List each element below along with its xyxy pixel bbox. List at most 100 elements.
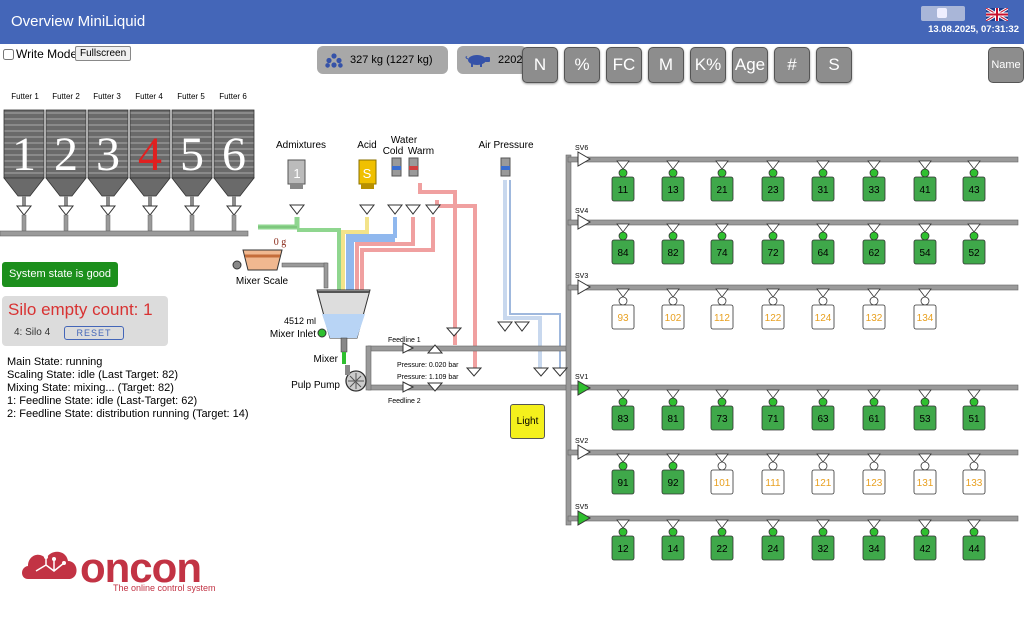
air-pressure-tap: [500, 157, 511, 177]
silo-reset-button[interactable]: RESET: [64, 326, 124, 340]
trough-41[interactable]: 41: [913, 160, 937, 202]
trough-24[interactable]: 24: [761, 519, 785, 561]
trough-label-73: 73: [716, 414, 728, 425]
view-fc-button[interactable]: FC: [606, 47, 642, 83]
trough-42[interactable]: 42: [913, 519, 937, 561]
trough-63[interactable]: 63: [811, 389, 835, 431]
trough-102[interactable]: 102: [661, 288, 685, 330]
write-mode-toggle[interactable]: Write Mode: [3, 47, 77, 61]
trough-label-64: 64: [817, 248, 829, 259]
view-k-percent-button[interactable]: K%: [690, 47, 726, 83]
trough-101[interactable]: 101: [710, 453, 734, 495]
section-valve-sv5[interactable]: [577, 510, 591, 526]
uk-flag-icon[interactable]: [986, 8, 1008, 21]
trough-123[interactable]: 123: [862, 453, 886, 495]
trough-73[interactable]: 73: [710, 389, 734, 431]
silo-4[interactable]: 4: [129, 109, 171, 232]
trough-label-51: 51: [968, 414, 980, 425]
silo-3[interactable]: 3: [87, 109, 129, 232]
trough-label-72: 72: [767, 248, 779, 259]
mixer-scale-label: Mixer Scale: [236, 276, 289, 287]
trough-121[interactable]: 121: [811, 453, 835, 495]
trough-52[interactable]: 52: [962, 223, 986, 265]
trough-62[interactable]: 62: [862, 223, 886, 265]
trough-23[interactable]: 23: [761, 160, 785, 202]
trough-22[interactable]: 22: [710, 519, 734, 561]
view-name-button[interactable]: Name: [988, 47, 1024, 83]
oncon-cloud-logo: [22, 551, 77, 579]
trough-13[interactable]: 13: [661, 160, 685, 202]
section-valve-sv1[interactable]: [577, 380, 591, 396]
trough-32[interactable]: 32: [811, 519, 835, 561]
valve-row-sv3: SV3 93 102 112 122 124 132 134: [567, 273, 1019, 330]
write-mode-checkbox[interactable]: [3, 48, 14, 60]
trough-11[interactable]: 11: [611, 160, 635, 202]
trough-111[interactable]: 111: [761, 453, 785, 495]
trough-82[interactable]: 82: [661, 223, 685, 265]
view-n-button[interactable]: N: [522, 47, 558, 83]
trough-92[interactable]: 92: [661, 453, 685, 495]
trough-14[interactable]: 14: [661, 519, 685, 561]
trough-74[interactable]: 74: [710, 223, 734, 265]
trough-93[interactable]: 93: [611, 288, 635, 330]
view-age-button[interactable]: Age: [732, 47, 768, 83]
silo-1[interactable]: 1: [3, 109, 45, 232]
trough-label-102: 102: [665, 313, 682, 324]
trough-31[interactable]: 31: [811, 160, 835, 202]
view-percent-button[interactable]: %: [564, 47, 600, 83]
mixer-tank: [316, 289, 371, 364]
section-valve-sv6[interactable]: [577, 151, 591, 167]
trough-21[interactable]: 21: [710, 160, 734, 202]
trough-12[interactable]: 12: [611, 519, 635, 561]
view-m-button[interactable]: M: [648, 47, 684, 83]
mixer-inlet-indicator: [317, 328, 327, 338]
trough-81[interactable]: 81: [661, 389, 685, 431]
feedline2-state: 2: Feedline State: distribution running …: [7, 408, 249, 420]
trough-112[interactable]: 112: [710, 288, 734, 330]
view-number-button[interactable]: #: [774, 47, 810, 83]
light-button[interactable]: Light: [510, 404, 545, 439]
fullscreen-button[interactable]: Fullscreen: [75, 46, 132, 61]
section-label-sv3: SV3: [575, 273, 588, 280]
trough-91[interactable]: 91: [611, 453, 635, 495]
trough-84[interactable]: 84: [611, 223, 635, 265]
silo-6[interactable]: 6: [213, 109, 255, 232]
silo-empty-panel: Silo empty count: 1 4: Silo 4 RESET: [2, 296, 168, 346]
mixer-scale: [242, 249, 329, 289]
feed-pellets-icon: [325, 53, 343, 68]
trough-54[interactable]: 54: [913, 223, 937, 265]
trough-71[interactable]: 71: [761, 389, 785, 431]
trough-label-91: 91: [617, 478, 629, 489]
silo-label-4: Futter 4: [135, 92, 163, 101]
trough-51[interactable]: 51: [962, 389, 986, 431]
silo-2[interactable]: 2: [45, 109, 87, 232]
trough-33[interactable]: 33: [862, 160, 886, 202]
trough-43[interactable]: 43: [962, 160, 986, 202]
trough-64[interactable]: 64: [811, 223, 835, 265]
silo-5[interactable]: 5: [171, 109, 213, 232]
trough-131[interactable]: 131: [913, 453, 937, 495]
section-valve-sv3[interactable]: [577, 279, 591, 295]
section-valve-sv2[interactable]: [577, 444, 591, 460]
trough-124[interactable]: 124: [811, 288, 835, 330]
feedline2-label: Feedline 2: [388, 398, 421, 405]
trough-53[interactable]: 53: [913, 389, 937, 431]
silo-digit-5: 5: [180, 128, 204, 181]
view-s-button[interactable]: S: [816, 47, 852, 83]
trough-72[interactable]: 72: [761, 223, 785, 265]
trough-132[interactable]: 132: [862, 288, 886, 330]
section-valve-sv4[interactable]: [577, 214, 591, 230]
trough-44[interactable]: 44: [962, 519, 986, 561]
trough-34[interactable]: 34: [862, 519, 886, 561]
trough-83[interactable]: 83: [611, 389, 635, 431]
usb-status-icon[interactable]: [921, 6, 965, 21]
trough-61[interactable]: 61: [862, 389, 886, 431]
trough-label-122: 122: [765, 313, 782, 324]
trough-134[interactable]: 134: [913, 288, 937, 330]
trough-133[interactable]: 133: [962, 453, 986, 495]
trough-122[interactable]: 122: [761, 288, 785, 330]
section-label-sv5: SV5: [575, 504, 588, 511]
